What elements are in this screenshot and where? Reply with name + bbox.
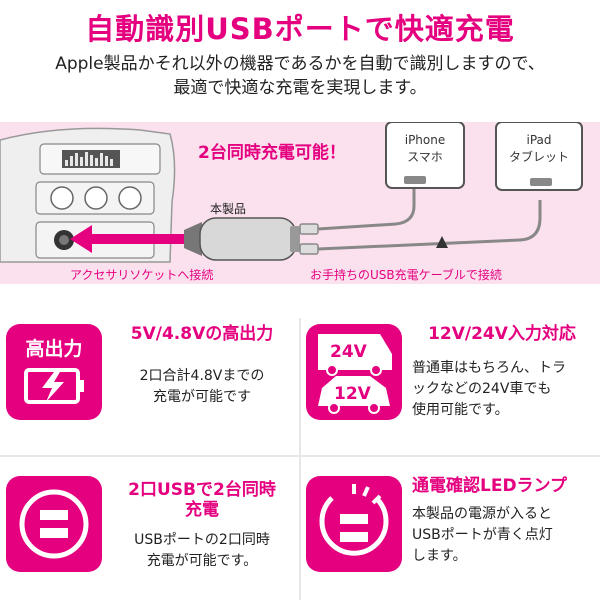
intro-line-1: Apple製品かそれ以外の機器であるかを自動で識別しますので、 (55, 54, 545, 74)
feature-line: 本製品の電源が入ると (412, 506, 552, 522)
feature-line: 2口合計4.8Vまでの (139, 368, 265, 384)
feature-line: 使用可能です。 (412, 402, 509, 418)
feature-title: 2口USBで2台同時 充電 (108, 480, 296, 520)
connection-diagram: 2台同時充電可能！ 本製品 アクセサリソケットへ接続 お手持ちのUSB充電ケーブ… (0, 122, 600, 284)
cable-label: お手持ちのUSB充電ケーブルで接続 (310, 268, 502, 282)
feature-led-lamp: 通電確認LEDランプ 本製品の電源が入ると USBポートが青く点灯 します。 (300, 470, 600, 600)
feature-title-line: 充電 (185, 500, 219, 520)
usb-cables (299, 188, 542, 255)
feature-title: 12V/24V入力対応 (428, 324, 576, 344)
feature-line: 普通車はもちろん、トラ (412, 360, 566, 376)
device1-label: iPhone スマホ (390, 132, 460, 166)
iphone-illustration (385, 122, 465, 189)
feature-description: 本製品の電源が入ると USBポートが青く点灯 します。 (408, 504, 596, 567)
feature-title: 5V/4.8Vの高出力 (130, 324, 274, 344)
feature-line: ックなどの24V車でも (412, 381, 552, 397)
truck-car-icon: 24V 12V (306, 324, 402, 420)
device1-name: iPhone (404, 133, 446, 147)
ipad-illustration (495, 122, 583, 191)
simultaneous-charge-label: 2台同時充電可能！ (198, 143, 346, 163)
usb-ports-icon (6, 476, 102, 572)
device2-label: iPad タブレット (500, 132, 578, 166)
device1-type: スマホ (407, 150, 443, 164)
feature-description: 普通車はもちろん、トラ ックなどの24V車でも 使用可能です。 (408, 358, 596, 421)
feature-line: 充電が可能です。 (146, 553, 258, 569)
feature-description: USBポートの2口同時 充電が可能です。 (108, 530, 296, 572)
intro-text: Apple製品かそれ以外の機器であるかを自動で識別しますので、 最適で快適な充電… (0, 52, 600, 100)
feature-line: USBポートの2口同時 (134, 532, 270, 548)
feature-description: 2口合計4.8Vまでの 充電が可能です (108, 366, 296, 408)
feature-divider-vertical (299, 318, 301, 600)
icon-caption-12v: 12V (334, 384, 371, 404)
feature-line: します。 (412, 548, 467, 564)
feature-divider-horizontal (0, 455, 600, 457)
feature-title-line: 2口USBで2台同時 (128, 480, 276, 500)
charger-illustration (184, 217, 300, 261)
diagram-illustration (0, 122, 583, 263)
feature-line: USBポートが青く点灯 (412, 527, 553, 543)
page-title: 自動識別USBポートで快適充電 (85, 12, 515, 46)
feature-12v-24v: 24V 12V 12V/24V入力対応 普通車はもちろん、トラ ックなどの24V… (300, 318, 600, 455)
feature-dual-usb: 2口USBで2台同時 充電 USBポートの2口同時 充電が可能です。 (0, 470, 300, 600)
feature-title: 通電確認LEDランプ (412, 476, 568, 496)
icon-caption-24v: 24V (330, 342, 367, 362)
battery-bolt-icon: 高出力 (6, 324, 102, 420)
pointer-triangle-icon (436, 236, 448, 248)
device2-name: iPad (526, 133, 552, 147)
socket-label: アクセサリソケットへ接続 (70, 268, 214, 282)
device2-type: タブレット (508, 150, 569, 164)
feature-high-output: 高出力 5V/4.8Vの高出力 2口合計4.8Vまでの 充電が可能です (0, 318, 300, 455)
intro-line-2: 最適で快適な充電を実現します。 (173, 78, 427, 98)
feature-line: 充電が可能です (153, 389, 251, 405)
icon-caption: 高出力 (25, 338, 83, 360)
led-lamp-icon (306, 476, 402, 572)
socket-arrow (70, 225, 194, 253)
product-label: 本製品 (210, 202, 247, 216)
